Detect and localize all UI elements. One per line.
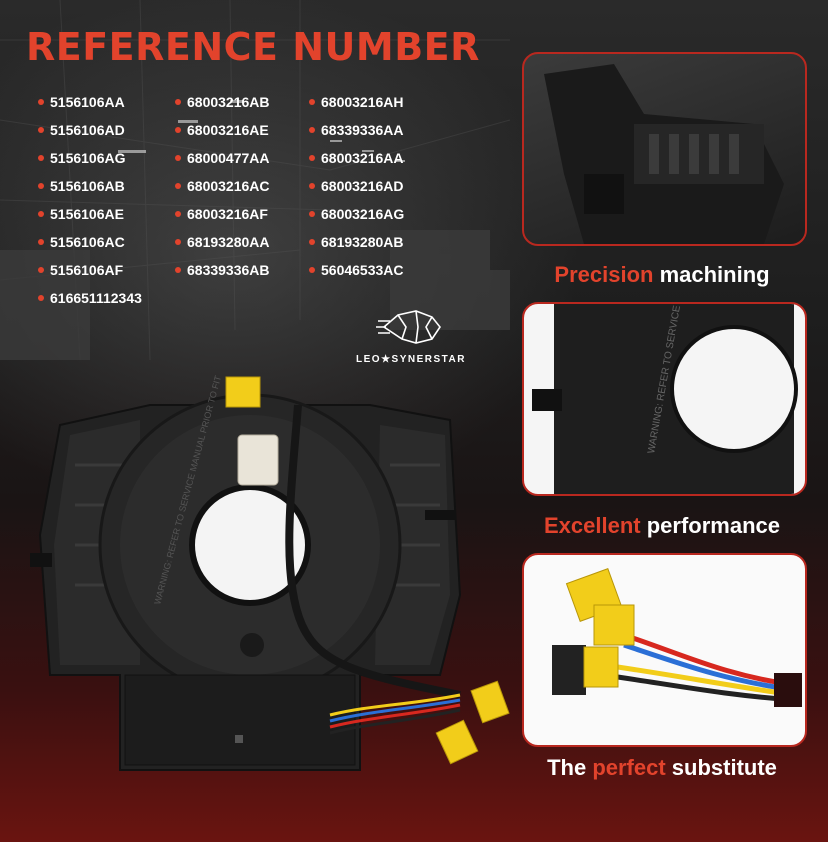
reference-number-text: 68003216AB	[187, 94, 270, 110]
reference-number-text: 68339336AB	[187, 262, 270, 278]
bullet-icon	[38, 267, 44, 274]
bullet-icon	[38, 183, 44, 190]
feature-caption-precision: Precision machining	[512, 262, 812, 288]
reference-number-text: 68003216AH	[321, 94, 404, 110]
feature-text-pre: The	[547, 755, 593, 780]
bullet-icon	[309, 239, 315, 246]
reference-number-item: 5156106AE	[38, 206, 124, 222]
feature-text: substitute	[665, 755, 777, 780]
bullet-icon	[38, 127, 44, 134]
reference-number-text: 5156106AF	[50, 262, 124, 278]
bullet-icon	[38, 155, 44, 162]
reference-number-text: 68339336AA	[321, 122, 404, 138]
reference-number-item: 68000477AA	[175, 150, 270, 166]
feature-text: machining	[653, 262, 770, 287]
reference-number-item: 68003216AB	[175, 94, 270, 110]
reference-number-text: 5156106AB	[50, 178, 125, 194]
page-title: REFERENCE NUMBER	[26, 25, 480, 69]
reference-number-text: 5156106AE	[50, 206, 124, 222]
feature-caption-substitute: The perfect substitute	[512, 755, 812, 781]
bullet-icon	[38, 211, 44, 218]
reference-number-item: 68003216AE	[175, 122, 269, 138]
reference-number-text: 56046533AC	[321, 262, 404, 278]
reference-number-item: 5156106AB	[38, 178, 125, 194]
bullet-icon	[309, 155, 315, 162]
reference-number-item: 68003216AF	[175, 206, 268, 222]
feature-caption-performance: Excellent performance	[512, 513, 812, 539]
brand-logo: LEO★SYNERSTAR	[356, 305, 466, 365]
bullet-icon	[175, 183, 181, 190]
bullet-icon	[38, 239, 44, 246]
bullet-icon	[38, 295, 44, 302]
reference-number-item: 5156106AF	[38, 262, 123, 278]
bullet-icon	[309, 183, 315, 190]
reference-number-item: 68003216AC	[175, 178, 270, 194]
bullet-icon	[309, 127, 315, 134]
precision-machining-photo	[522, 52, 807, 246]
brand-name: LEO★SYNERSTAR	[356, 354, 466, 365]
reference-number-item: 68003216AH	[309, 94, 404, 110]
reference-number-text: 68003216AF	[187, 206, 268, 222]
lion-logo-icon	[376, 310, 441, 344]
reference-number-text: 68003216AD	[321, 178, 404, 194]
reference-number-text: 68000477AA	[187, 150, 270, 166]
feature-highlight: perfect	[592, 755, 666, 780]
feature-text: performance	[640, 513, 780, 538]
bullet-icon	[175, 267, 181, 274]
reference-number-text: 68003216AA	[321, 150, 404, 166]
bullet-icon	[309, 99, 315, 106]
reference-number-text: 5156106AG	[50, 150, 126, 166]
reference-number-text: 5156106AA	[50, 94, 125, 110]
reference-number-item: 68339336AB	[175, 262, 270, 278]
bullet-icon	[175, 239, 181, 246]
bullet-icon	[309, 211, 315, 218]
bullet-icon	[175, 211, 181, 218]
clock-spring-product-image: WARNING: REFER TO SERVICE MANUAL PRIOR T…	[30, 375, 510, 771]
reference-number-item: 616651112343	[38, 290, 142, 306]
reference-number-text: 616651112343	[50, 290, 142, 306]
reference-number-item: 68339336AA	[309, 122, 404, 138]
reference-number-item: 5156106AD	[38, 122, 125, 138]
reference-number-item: 68193280AA	[175, 234, 270, 250]
clock-spring-closeup-image: WARNING: REFER TO SERVICE MANUAL PRIOR T…	[532, 304, 798, 494]
reference-number-text: 5156106AC	[50, 234, 125, 250]
feature-highlight: Excellent	[544, 513, 641, 538]
bullet-icon	[175, 99, 181, 106]
reference-number-text: 5156106AD	[50, 122, 125, 138]
reference-number-text: 68193280AB	[321, 234, 404, 250]
reference-number-item: 68193280AB	[309, 234, 404, 250]
wire-harness-connectors-image	[552, 568, 802, 707]
reference-number-text: 68003216AE	[187, 122, 269, 138]
reference-number-item: 56046533AC	[309, 262, 404, 278]
bullet-icon	[309, 267, 315, 274]
bullet-icon	[175, 127, 181, 134]
reference-number-text: 68003216AC	[187, 178, 270, 194]
reference-number-item: 68003216AG	[309, 206, 404, 222]
feature-highlight: Precision	[554, 262, 654, 287]
reference-number-text: 68003216AG	[321, 206, 405, 222]
excellent-performance-photo: WARNING: REFER TO SERVICE MANUAL PRIOR T…	[522, 302, 807, 496]
reference-number-item: 68003216AD	[309, 178, 404, 194]
reference-number-item: 5156106AA	[38, 94, 125, 110]
reference-number-item: 5156106AC	[38, 234, 125, 250]
perfect-substitute-photo	[522, 553, 807, 747]
reference-number-item: 68003216AA	[309, 150, 404, 166]
reference-number-text: 68193280AA	[187, 234, 270, 250]
connector-closeup-image	[544, 64, 784, 244]
reference-number-item: 5156106AG	[38, 150, 126, 166]
bullet-icon	[175, 155, 181, 162]
bullet-icon	[38, 99, 44, 106]
